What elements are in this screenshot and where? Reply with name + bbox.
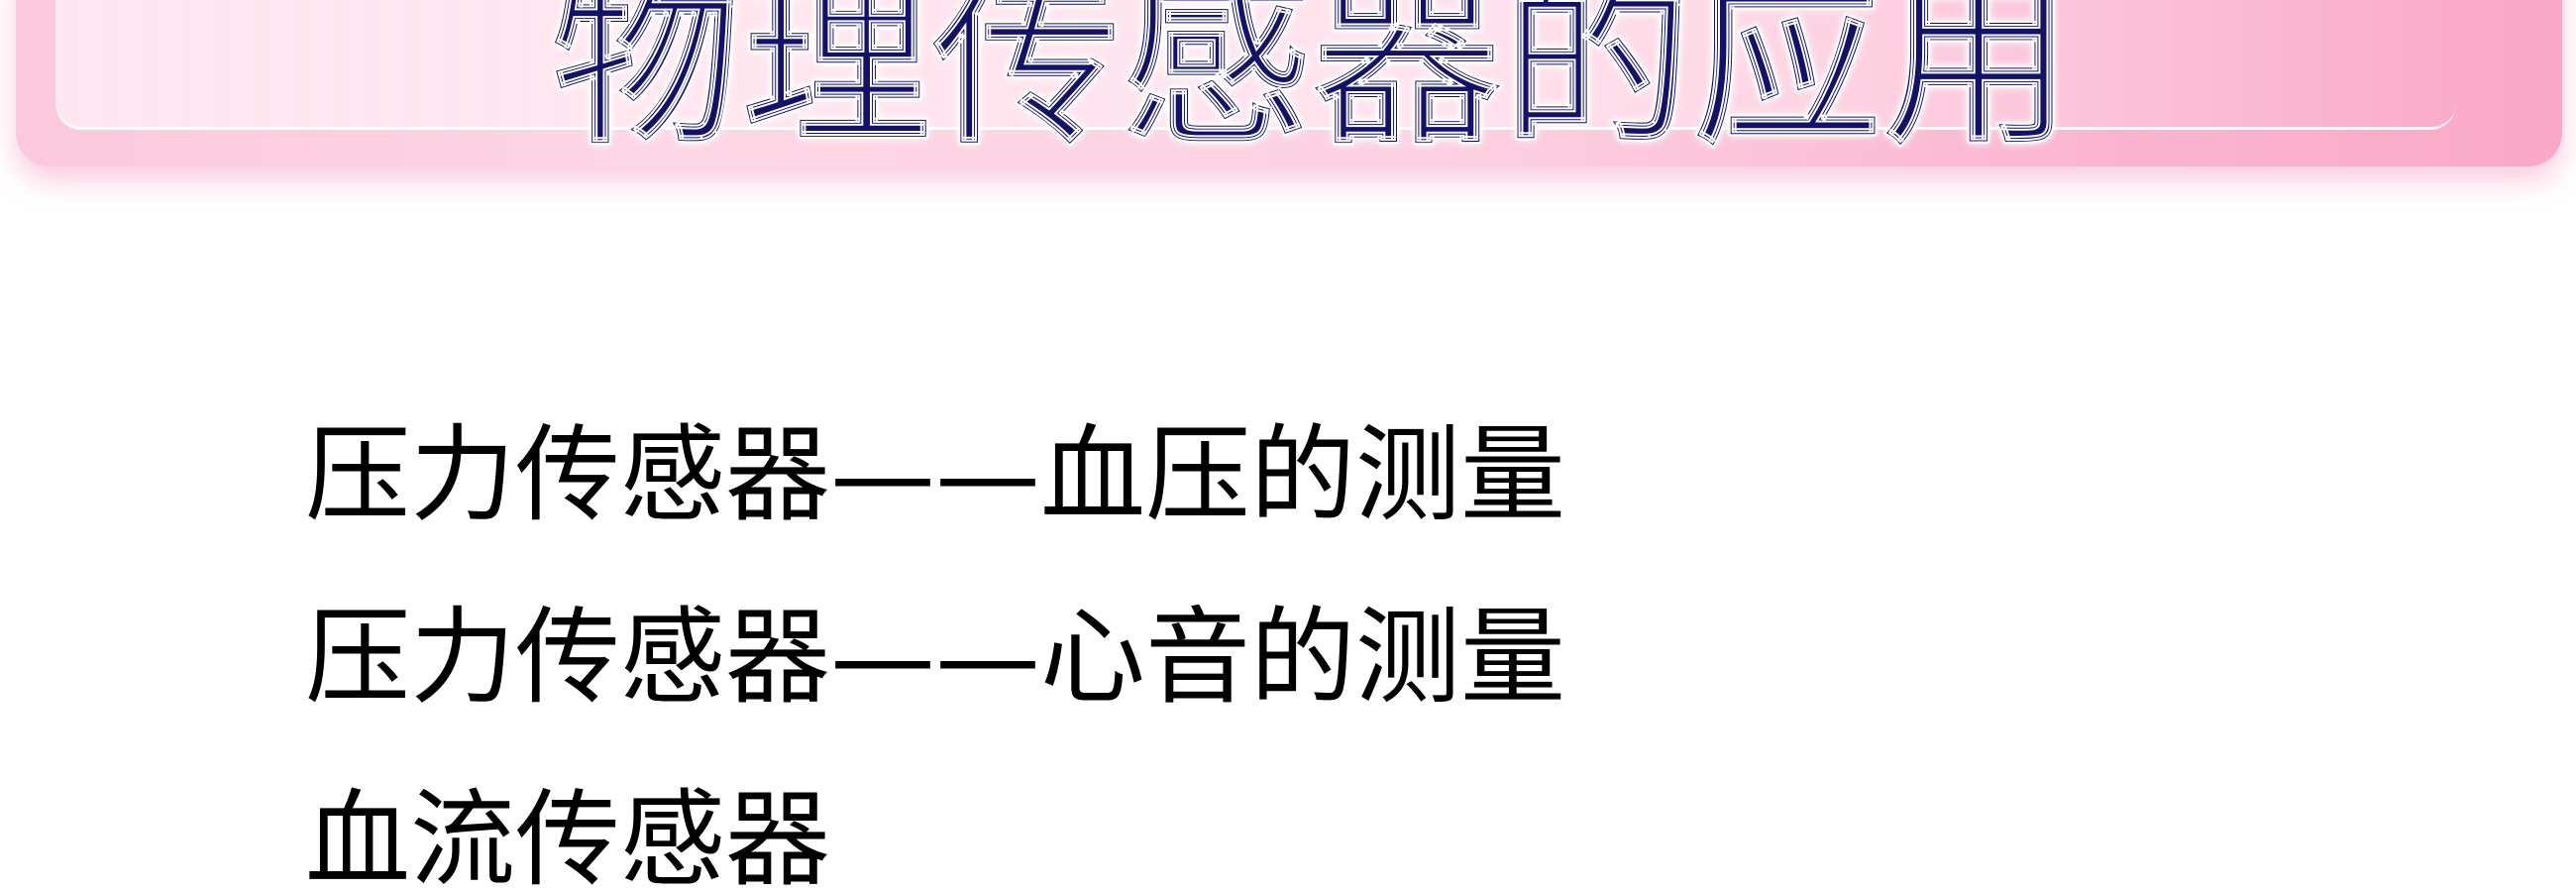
- list-item: 压力传感器——心音的测量: [305, 597, 1565, 719]
- list-item: 血流传感器: [305, 779, 830, 892]
- title-banner: [16, 0, 2562, 167]
- slide-title: 物理传感器的应用: [551, 0, 2074, 171]
- bullet-list: 压力传感器——血压的测量 压力传感器——心音的测量 血流传感器: [305, 385, 1565, 892]
- list-item: 压力传感器——血压的测量: [305, 414, 1565, 536]
- title-banner-inner: [55, 0, 2456, 130]
